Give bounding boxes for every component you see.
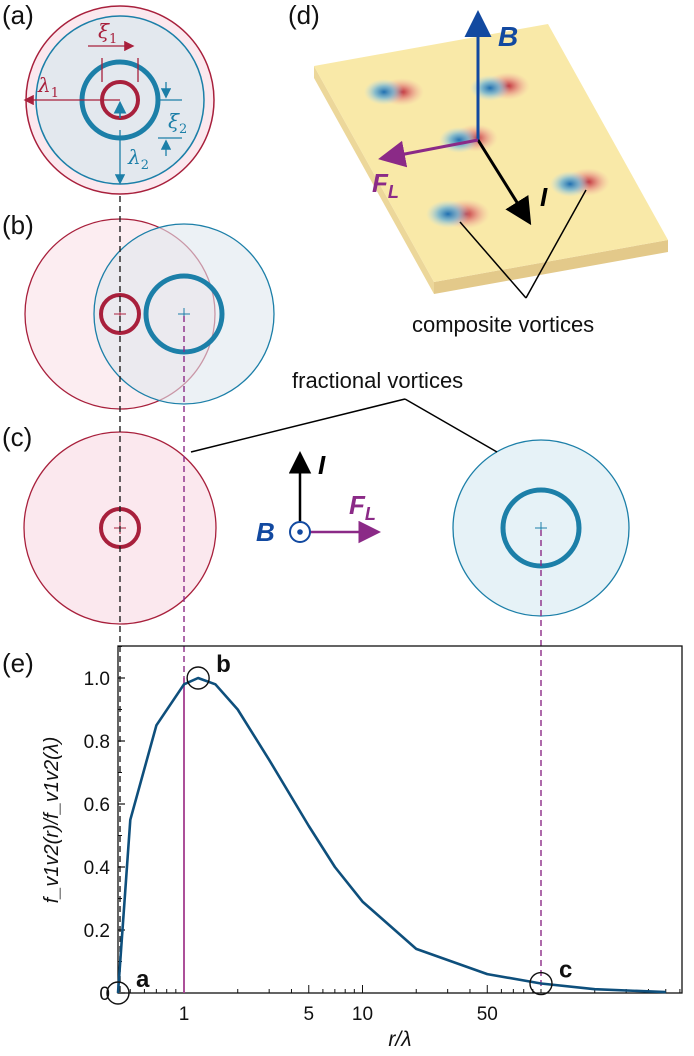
x-tick-label: 5 bbox=[303, 1004, 314, 1025]
red-core bbox=[99, 293, 141, 335]
plot-frame bbox=[117, 645, 683, 994]
current-label: I bbox=[318, 450, 326, 480]
y-axis-label: f_v1v2(r)/f_v1v2(λ) bbox=[41, 737, 63, 904]
panel-d-label: (d) bbox=[288, 0, 320, 30]
vortex-pair bbox=[426, 199, 490, 229]
y-tick-label: 0.2 bbox=[84, 921, 110, 942]
marker-label-a: a bbox=[136, 966, 150, 993]
vortex-pair bbox=[364, 78, 424, 106]
panel-a-label: (a) bbox=[2, 0, 34, 30]
xi2-label: ξ2 bbox=[168, 109, 187, 137]
x-axis-label: r/λ bbox=[388, 1028, 411, 1051]
lambda1-label: λ1 bbox=[37, 73, 59, 101]
y-tick-label: 0.6 bbox=[84, 795, 110, 816]
slab-top bbox=[314, 24, 668, 282]
composite-vortices-label: composite vortices bbox=[412, 312, 594, 337]
field-label: B bbox=[256, 517, 275, 547]
panel-a: (a) ξ1 λ1 ξ2 λ2 bbox=[2, 0, 215, 195]
current-arrow bbox=[476, 139, 532, 226]
panel-b-label: (b) bbox=[2, 210, 34, 240]
y-axis: 0 0.2 0.4 0.6 0.8 1.0 bbox=[84, 646, 125, 1005]
slab-side-front bbox=[434, 240, 668, 294]
x-tick-label: 10 bbox=[352, 1004, 373, 1025]
vortex-pair bbox=[550, 168, 610, 197]
marker-a bbox=[106, 981, 130, 1005]
y-tick-label: 0.8 bbox=[84, 732, 110, 753]
vortex-pair bbox=[470, 72, 530, 101]
lorentz-force-label: FL bbox=[349, 490, 376, 524]
slab-side-left bbox=[314, 66, 434, 294]
fractional-vortices-label: fractional vortices bbox=[292, 368, 463, 393]
panel-e-label: (e) bbox=[2, 648, 34, 678]
point-markers: a b c bbox=[106, 651, 572, 1005]
current-label: I bbox=[540, 182, 548, 212]
y-tick-label: 0 bbox=[99, 984, 110, 1005]
panel-c: (c) fractional vortices I FL B bbox=[2, 368, 630, 625]
marker-c bbox=[529, 971, 553, 996]
y-tick-label: 0.4 bbox=[84, 858, 111, 879]
marker-b bbox=[186, 666, 210, 690]
series-line bbox=[116, 676, 666, 994]
panel-e: (e) 0 0.2 0.4 0.6 0.8 1.0 1 5 10 50 a b c r/λ f_v1… bbox=[2, 645, 683, 1051]
field-label: B bbox=[498, 21, 518, 52]
panel-b: (b) bbox=[2, 210, 275, 410]
lambda2-label: λ2 bbox=[127, 145, 149, 173]
x-axis: 1 5 10 50 bbox=[129, 985, 681, 1025]
lorentz-force-arrow bbox=[378, 138, 479, 168]
x-tick-label: 1 bbox=[179, 1004, 190, 1025]
y-tick-label: 1.0 bbox=[84, 669, 110, 690]
xi1-label: ξ1 bbox=[98, 19, 117, 47]
panel-c-label: (c) bbox=[2, 422, 32, 452]
marker-label-b: b bbox=[216, 651, 231, 678]
marker-label-c: c bbox=[559, 957, 572, 984]
panel-d: (d) B I FL bbox=[288, 0, 668, 337]
x-tick-label: 50 bbox=[477, 1004, 498, 1025]
lorentz-force-label: FL bbox=[372, 168, 399, 202]
